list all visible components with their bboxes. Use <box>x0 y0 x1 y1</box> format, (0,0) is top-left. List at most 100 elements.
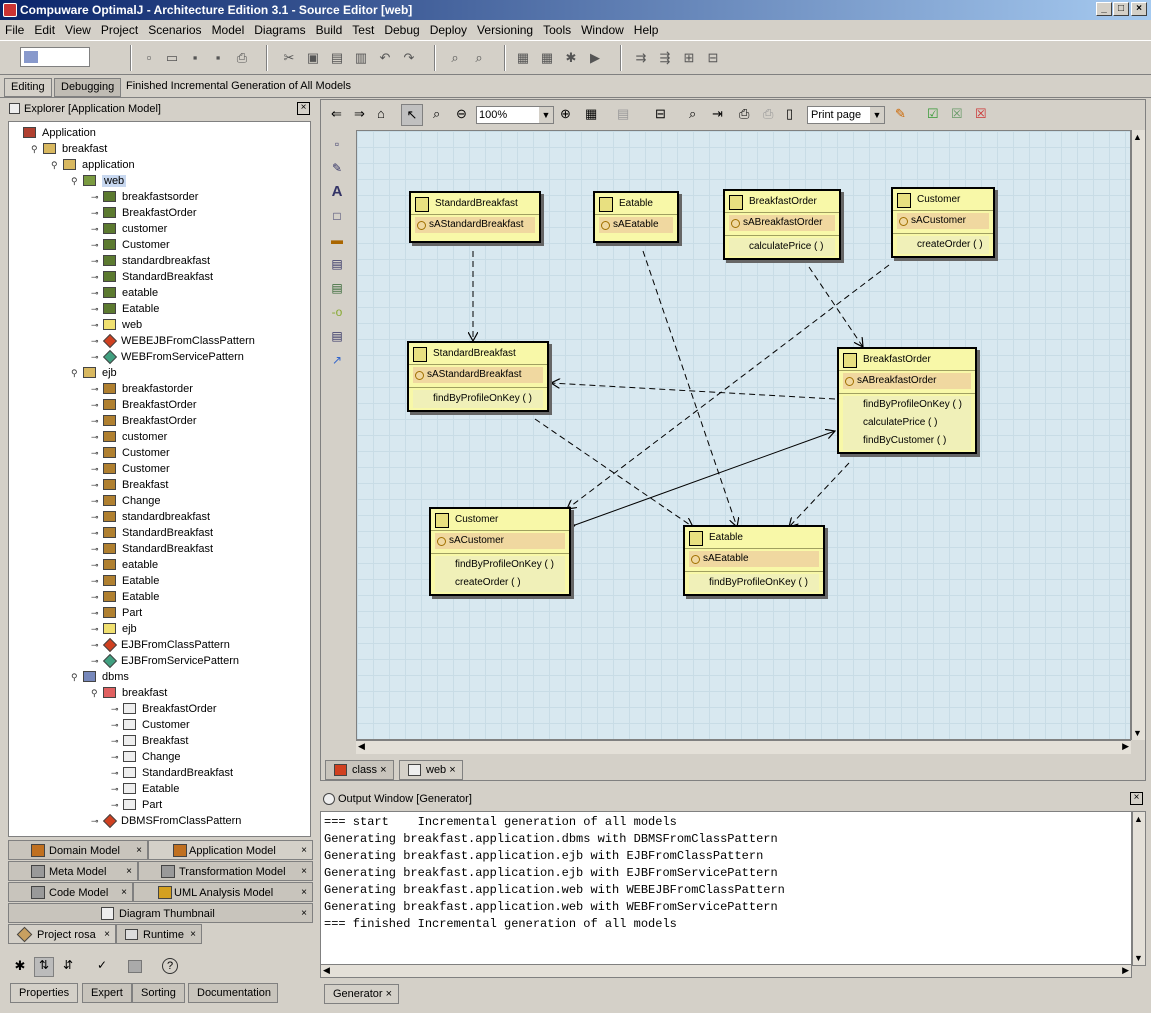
tab-expert[interactable]: Expert <box>82 983 132 1003</box>
tree-expander-icon[interactable]: ⊸ <box>91 480 99 490</box>
tree-node[interactable]: ⊸standardbreakfast <box>91 253 210 269</box>
tree-expander-icon[interactable]: ⊸ <box>91 400 99 410</box>
home-icon[interactable]: ⌂ <box>377 106 385 121</box>
tree-expander-icon[interactable]: ⊸ <box>91 240 99 250</box>
workspace-selector[interactable] <box>20 47 90 67</box>
close-tab-icon[interactable]: × <box>385 988 393 1000</box>
tree-expander-icon[interactable]: ⚲ <box>71 368 78 378</box>
tree-node[interactable]: ⊸customer <box>91 429 167 445</box>
find-in-files-icon[interactable]: ⌕ <box>475 50 483 65</box>
tree-expander-icon[interactable]: ⊸ <box>91 352 99 362</box>
tab-sorting[interactable]: Sorting <box>132 983 185 1003</box>
output-horizontal-scrollbar[interactable]: ◀▶ <box>320 964 1132 978</box>
close-tab-icon[interactable]: × <box>301 908 307 919</box>
uml-operation[interactable]: findByProfileOnKey ( ) <box>413 390 543 408</box>
menu-help[interactable]: Help <box>633 23 659 37</box>
tree-node[interactable]: ⊸breakfastsorder <box>91 189 198 205</box>
maximize-button[interactable]: □ <box>1113 2 1129 16</box>
tab-debugging[interactable]: Debugging <box>54 78 122 97</box>
tree-node[interactable]: ⊸customer <box>91 221 167 237</box>
tree-expander-icon[interactable]: ⊸ <box>91 288 99 298</box>
close-tab-icon[interactable]: × <box>126 866 132 877</box>
tree-expander-icon[interactable]: ⊸ <box>91 432 99 442</box>
tree-node[interactable]: ⊸StandardBreakfast <box>91 541 213 557</box>
uml-attribute[interactable]: sAEatable <box>689 551 819 567</box>
copy-icon[interactable]: ▣ <box>306 50 320 65</box>
tree-node[interactable]: ⊸Eatable <box>111 781 179 797</box>
tab-code-model[interactable]: Code Model× <box>8 882 133 902</box>
validate-icon[interactable]: ☒ <box>951 106 963 121</box>
menu-project[interactable]: Project <box>100 23 139 37</box>
uml-attribute[interactable]: sAStandardBreakfast <box>413 367 543 383</box>
undo-icon[interactable]: ↶ <box>379 50 391 65</box>
uml-operation[interactable]: findByProfileOnKey ( ) <box>843 396 971 414</box>
menu-deploy[interactable]: Deploy <box>429 23 468 37</box>
tree-expander-icon[interactable]: ⊸ <box>91 416 99 426</box>
help-icon[interactable]: ? <box>162 958 178 974</box>
scroll-left-icon[interactable]: ◀ <box>323 965 330 975</box>
menu-edit[interactable]: Edit <box>34 23 56 37</box>
uml-operation[interactable]: calculatePrice ( ) <box>843 414 971 432</box>
close-tab-icon[interactable]: × <box>301 887 307 898</box>
tree-expander-icon[interactable]: ⊸ <box>91 512 99 522</box>
close-tab-icon[interactable]: × <box>380 764 387 776</box>
tree-expander-icon[interactable]: ⊸ <box>91 336 99 346</box>
tree-node[interactable]: ⊸WEBEJBFromClassPattern <box>91 333 255 349</box>
tab-generator[interactable]: Generator × <box>324 984 400 1004</box>
uml-attribute[interactable]: sAEatable <box>599 217 673 233</box>
tree-expander-icon[interactable]: ⊸ <box>111 720 119 730</box>
tree-expander-icon[interactable]: ⊸ <box>91 592 99 602</box>
menu-model[interactable]: Model <box>211 23 245 37</box>
tree-node[interactable]: ⊸Eatable <box>91 589 159 605</box>
layout-icon[interactable]: ⊟ <box>655 106 666 121</box>
tree-node[interactable]: ⊸BreakfastOrder <box>91 205 197 221</box>
tree-expander-icon[interactable]: ⊸ <box>91 272 99 282</box>
tree-node[interactable]: ⊸ejb <box>91 621 137 637</box>
uml-attribute[interactable]: sACustomer <box>897 213 989 229</box>
delete-icon[interactable]: ▥ <box>354 50 368 65</box>
print-icon[interactable]: ⎙ <box>236 50 248 65</box>
tab-uml-analysis-model[interactable]: UML Analysis Model× <box>133 882 313 902</box>
tree-node[interactable]: ⊸Eatable <box>91 573 159 589</box>
find-icon[interactable]: ⌕ <box>451 50 459 65</box>
paste-icon[interactable]: ▤ <box>330 50 344 65</box>
tree-node[interactable]: ⊸eatable <box>91 285 158 301</box>
goto-icon[interactable]: ⇥ <box>712 106 723 121</box>
uml-attribute[interactable]: sAStandardBreakfast <box>415 217 535 233</box>
tree-node[interactable]: ⚲application <box>51 157 135 173</box>
uml-attribute[interactable]: sABreakfastOrder <box>843 373 971 389</box>
menu-test[interactable]: Test <box>352 23 375 37</box>
tree-expander-icon[interactable]: ⊸ <box>91 816 99 826</box>
scroll-up-icon[interactable]: ▲ <box>1134 814 1143 824</box>
uml-operation[interactable]: calculatePrice ( ) <box>729 238 835 256</box>
tree-node[interactable]: ⊸Customer <box>91 445 170 461</box>
explorer-tree[interactable]: Application⚲breakfast⚲application⚲web⊸br… <box>8 121 311 837</box>
scroll-right-icon[interactable]: ▶ <box>1122 741 1129 751</box>
build-icon[interactable]: ▦ <box>540 50 554 65</box>
uml-operation[interactable]: findByCustomer ( ) <box>843 432 971 450</box>
tree-expander-icon[interactable]: ⊸ <box>91 608 99 618</box>
tree-node[interactable]: ⊸EJBFromClassPattern <box>91 637 230 653</box>
editor-horizontal-scrollbar[interactable]: ◀▶ <box>356 740 1131 754</box>
tab-runtime[interactable]: Runtime× <box>116 924 202 944</box>
redo-icon[interactable]: ↷ <box>403 50 415 65</box>
save-icon[interactable]: ▪ <box>192 50 198 65</box>
tab-domain-model[interactable]: Domain Model× <box>8 840 148 860</box>
tree-node[interactable]: ⊸standardbreakfast <box>91 509 210 525</box>
tree-node[interactable]: ⊸Change <box>91 493 161 509</box>
tab-class[interactable]: class × <box>325 760 394 780</box>
output-vertical-scrollbar[interactable]: ▲▼ <box>1132 811 1146 966</box>
tree-expander-icon[interactable]: ⊸ <box>91 640 99 650</box>
remove-icon[interactable]: ☒ <box>975 106 987 121</box>
menu-versioning[interactable]: Versioning <box>477 23 534 37</box>
tree-node[interactable]: ⊸StandardBreakfast <box>111 765 233 781</box>
uml-operation[interactable]: createOrder ( ) <box>897 236 989 254</box>
tab-application-model[interactable]: Application Model× <box>148 840 313 860</box>
close-tab-icon[interactable]: × <box>104 929 110 940</box>
tree-expander-icon[interactable]: ⚲ <box>51 160 58 170</box>
tree-node[interactable]: ⊸BreakfastOrder <box>91 397 197 413</box>
menu-build[interactable]: Build <box>315 23 343 37</box>
